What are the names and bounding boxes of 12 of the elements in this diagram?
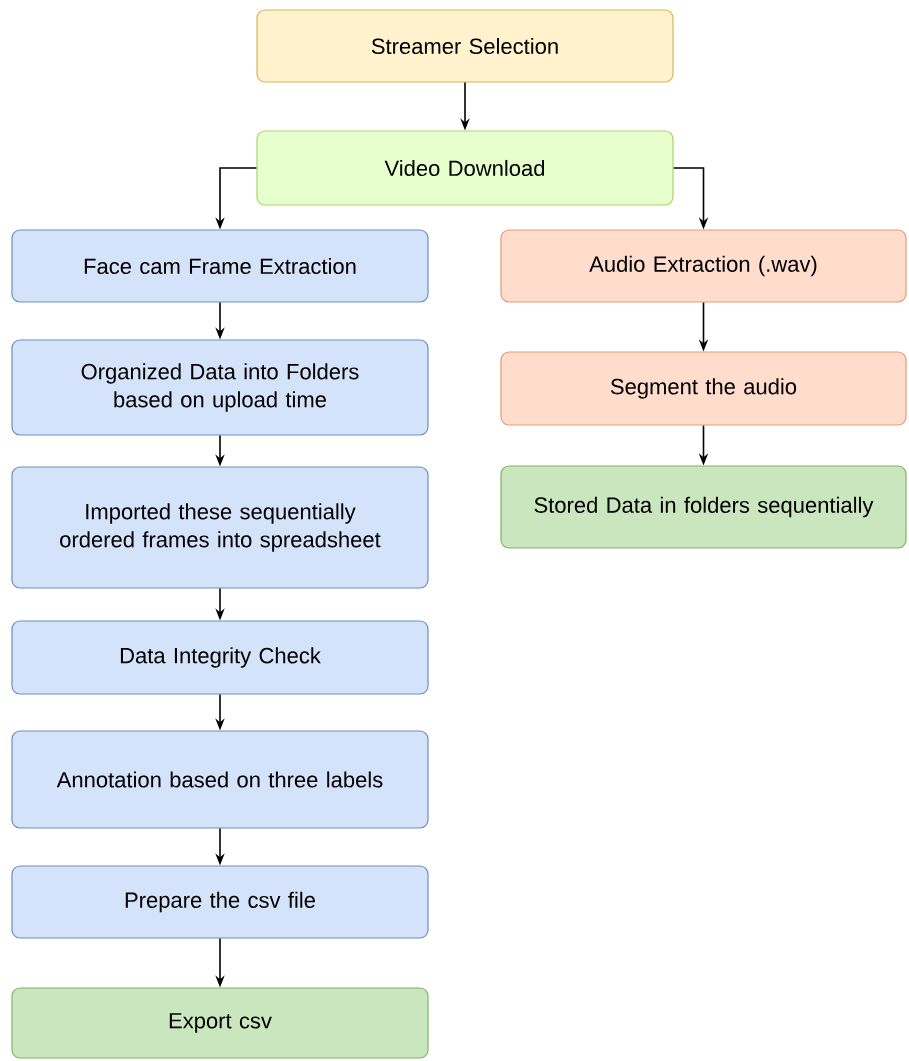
process-box: Streamer Selection xyxy=(256,9,674,83)
process-box: Face cam Frame Extraction xyxy=(11,229,429,303)
process-box: Stored Data in folders sequentially xyxy=(500,465,907,549)
process-box: Data Integrity Check xyxy=(11,620,429,695)
process-box: Segment the audio xyxy=(500,351,907,426)
process-box: Export csv xyxy=(11,987,429,1059)
process-box: Prepare the csv file xyxy=(11,865,429,939)
process-box: Audio Extraction (.wav) xyxy=(500,229,907,303)
process-box: Imported these sequentially ordered frames into spreadsheet xyxy=(11,466,429,589)
process-box: Annotation based on three labels xyxy=(11,730,429,829)
process-box: Video Download xyxy=(256,130,674,206)
process-box: Organized Data into Folders based on upload time xyxy=(11,339,429,436)
